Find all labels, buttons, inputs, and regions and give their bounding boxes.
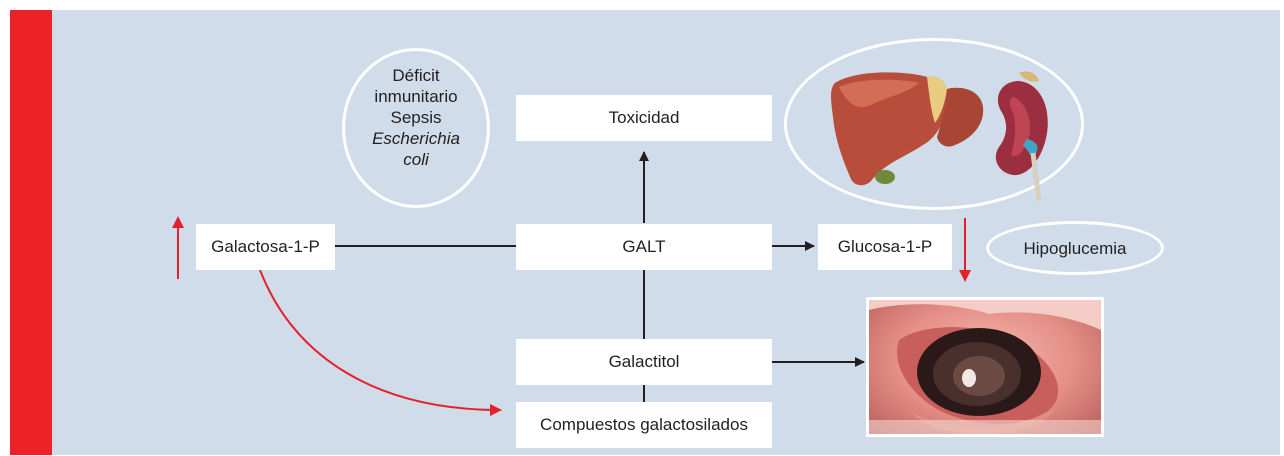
liver-and-kidney-icon bbox=[831, 71, 1048, 202]
galt-box: GALT bbox=[516, 224, 772, 270]
toxicidad-box: Toxicidad bbox=[516, 95, 772, 141]
deficit-line-4: Escherichia bbox=[372, 129, 460, 148]
hipoglucemia-label: Hipoglucemia bbox=[1023, 238, 1127, 258]
glucosa-box: Glucosa-1-P bbox=[818, 224, 952, 270]
deficit-line-1: Déficit bbox=[392, 66, 440, 85]
hipoglucemia-ellipse: Hipoglucemia bbox=[986, 221, 1164, 275]
arrow-galactosa-compuestos bbox=[259, 269, 502, 416]
deficit-line-3: Sepsis bbox=[390, 108, 442, 127]
eye-photo bbox=[866, 297, 1104, 437]
galactosa-box: Galactosa-1-P bbox=[196, 224, 335, 270]
eye-cataract-icon bbox=[869, 300, 1101, 434]
deficit-ellipse: Déficit inmunitario Sepsis Escherichia c… bbox=[342, 48, 490, 208]
compuestos-box: Compuestos galactosilados bbox=[516, 402, 772, 448]
left-accent-bar bbox=[10, 10, 52, 455]
deficit-line-5: coli bbox=[403, 150, 429, 169]
galactitol-box: Galactitol bbox=[516, 339, 772, 385]
deficit-line-2: inmunitario bbox=[374, 87, 458, 106]
organs-ellipse bbox=[784, 38, 1084, 210]
deficit-text: Déficit inmunitario Sepsis Escherichia c… bbox=[345, 65, 487, 170]
